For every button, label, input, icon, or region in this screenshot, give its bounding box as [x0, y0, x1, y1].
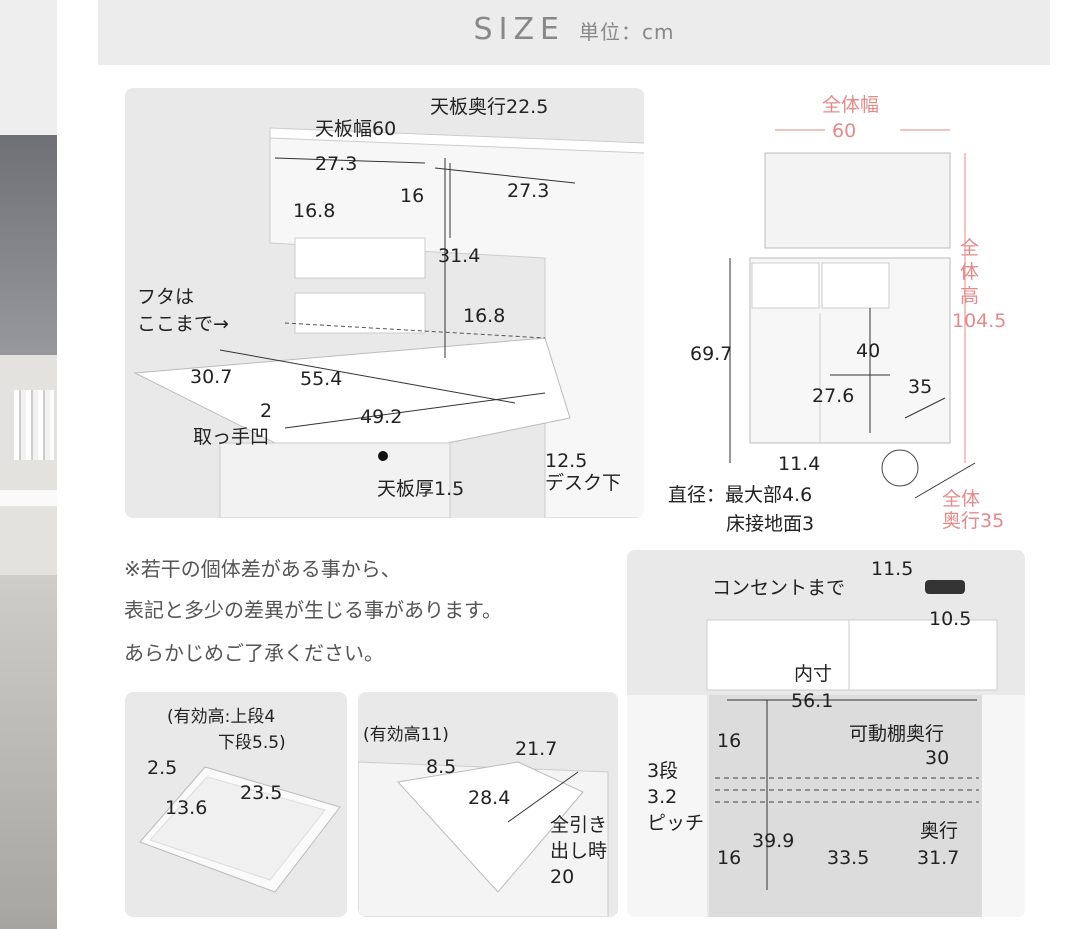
outlet-offset-label: 10.5: [929, 608, 972, 630]
height-314-label: 31.4: [438, 245, 481, 267]
diameter-label: 直径：最大部4.6: [668, 484, 813, 506]
overall-width-label: 全体幅: [822, 94, 880, 116]
depth-label: 奥行: [920, 820, 959, 842]
shelf-depth-value: 30: [925, 747, 950, 769]
tray-drawing: [139, 766, 341, 893]
overall-depth-label: 全体 奥行35: [942, 488, 1005, 532]
lower-width-label: 33.5: [827, 847, 870, 869]
depth-2-label: 2: [260, 400, 273, 422]
handle-label: 取っ手凹: [193, 426, 270, 448]
depth-307-label: 30.7: [190, 366, 233, 388]
size-heading: SIZE: [473, 12, 565, 47]
drawer-effective-height: (有効高11): [363, 725, 449, 745]
shelf-width-label-b: 16.8: [463, 305, 506, 327]
unit-label: 単位：cm: [578, 20, 675, 44]
overall-height-value: 104.5: [952, 310, 1007, 332]
lower-height-label: 16: [717, 847, 742, 869]
shelf-width-label-a: 16.8: [293, 200, 336, 222]
shelf-depth-label: 可動棚奥行: [849, 723, 945, 745]
inner-label: 内寸: [794, 663, 833, 685]
inner-width-label: 56.1: [791, 690, 834, 712]
left-width-label: 27.3: [315, 153, 358, 175]
size-header-band: [98, 0, 1050, 65]
cabinet-front-drawing: [729, 129, 976, 499]
note-line-1: ※若干の個体差がある事から、: [124, 557, 401, 581]
tray-width-label: 23.5: [240, 782, 283, 804]
overall-dimensions-panel: 全体幅 60 全 体 高 104.5 69.7 40 27.6 35 11.4 …: [660, 88, 1060, 538]
drawer-width-label: 21.7: [515, 738, 558, 760]
desk-open-photo: 天板幅60 天板奥行22.5 27.3 16 27.3 16.8 31.4 16…: [125, 88, 644, 518]
height-16-label: 16: [400, 185, 425, 207]
height-697-label: 69.7: [690, 343, 733, 365]
top-depth-label: 天板奥行22.5: [430, 96, 549, 118]
size-title: SIZE 単位：cm: [98, 12, 1050, 47]
leg-height-label: 11.4: [778, 453, 821, 475]
width-276-label: 27.6: [812, 385, 855, 407]
note-line-3: あらかじめご了承ください。: [124, 641, 384, 665]
desk-under-label: 12.5 デスク下: [545, 450, 622, 494]
inner-height-label: 39.9: [752, 830, 795, 852]
cabinet-interior-drawing: [627, 580, 1025, 917]
height-40-label: 40: [856, 340, 881, 362]
overall-width-value: 60: [832, 120, 857, 142]
thickness-label: 天板厚1.5: [377, 478, 465, 500]
overall-height-label: 全 体 高: [960, 237, 980, 307]
depth-554-label: 55.4: [300, 368, 343, 390]
full-extension-label: 全引き 出し時 20: [550, 814, 608, 888]
floor-contact-label: 床接地面3: [726, 513, 815, 535]
tray-height-label: 2.5: [147, 757, 178, 779]
outlet-label: コンセントまで: [712, 577, 846, 599]
tray-photo: (有効高:上段4 下段5.5) 2.5 23.5 13.6: [125, 692, 347, 917]
desk-drawing: [133, 127, 644, 518]
drawer-height-label: 8.5: [426, 756, 457, 778]
right-width-label: 27.3: [507, 180, 550, 202]
depth-35-label: 35: [908, 376, 933, 398]
upper-height-label: 16: [717, 730, 742, 752]
shelf-steps-label: 3段 3.2 ピッチ: [647, 760, 705, 834]
drawer-drawing: [358, 761, 609, 917]
note-line-2: 表記と多少の差異が生じる事があります。: [124, 598, 502, 622]
tray-effective-height: (有効高:上段4 下段5.5): [167, 707, 286, 753]
tray-depth-label: 13.6: [165, 797, 208, 819]
cabinet-interior-photo: コンセントまで 11.5 10.5 内寸 56.1 16 可動棚奥行 30 3段…: [627, 550, 1025, 917]
outlet-width-label: 11.5: [871, 558, 914, 580]
drawer-photo: (有効高11) 8.5 21.7 28.4 全引き 出し時 20: [358, 692, 618, 917]
lid-note: フタは ここまで→: [137, 286, 229, 335]
width-492-label: 49.2: [360, 406, 403, 428]
depth-value: 31.7: [917, 847, 960, 869]
drawer-depth-label: 28.4: [468, 787, 511, 809]
cropped-room-photo: [0, 0, 57, 929]
top-width-label: 天板幅60: [315, 118, 397, 140]
